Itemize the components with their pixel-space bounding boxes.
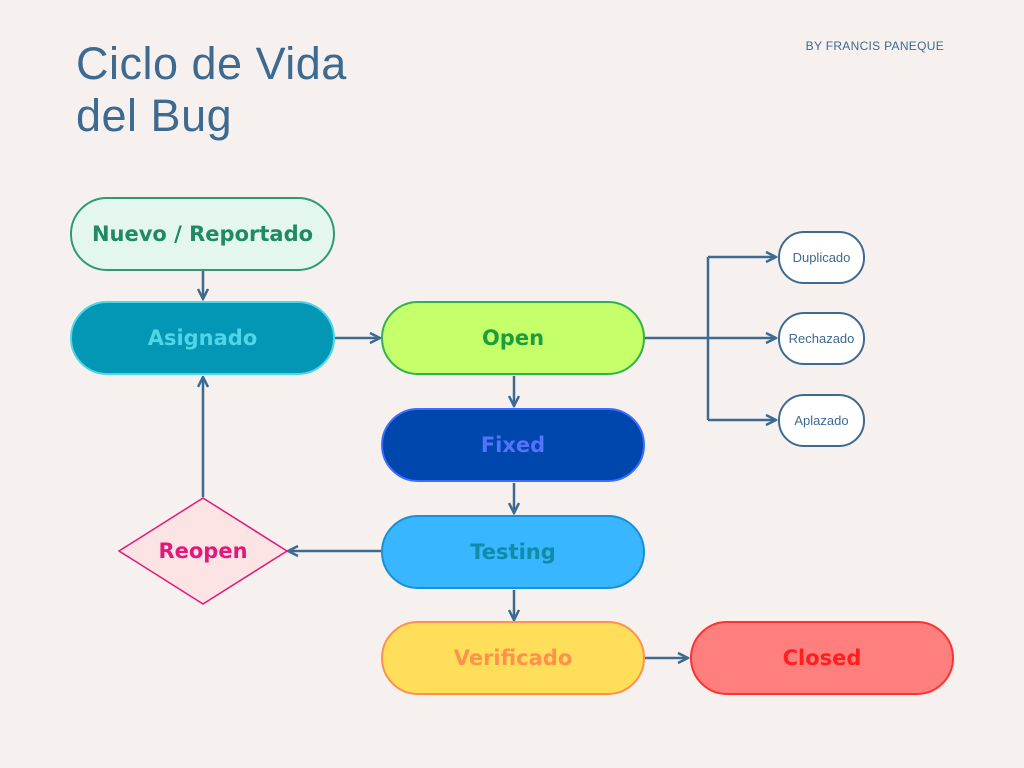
title-line-2: del Bug <box>76 90 233 141</box>
node-reopen[interactable]: Reopen <box>117 497 289 605</box>
node-fixed[interactable]: Fixed <box>381 408 645 482</box>
node-reopen-label: Reopen <box>158 539 248 563</box>
node-nuevo-reportado[interactable]: Nuevo / Reportado <box>70 197 335 271</box>
node-testing[interactable]: Testing <box>381 515 645 589</box>
node-nuevo-label: Nuevo / Reportado <box>91 222 314 246</box>
reopen-diamond-shape <box>117 497 289 605</box>
node-testing-label: Testing <box>470 540 556 564</box>
node-rechazado[interactable]: Rechazado <box>778 312 865 365</box>
node-rechazado-label: Rechazado <box>788 331 855 346</box>
node-duplicado-label: Duplicado <box>792 250 851 265</box>
node-open-label: Open <box>481 326 545 350</box>
node-asignado-label: Asignado <box>147 326 258 350</box>
node-duplicado[interactable]: Duplicado <box>778 231 865 284</box>
node-closed-label: Closed <box>782 646 862 670</box>
author-byline: BY FRANCIS PANEQUE <box>805 39 944 53</box>
title-line-1: Ciclo de Vida <box>76 38 347 89</box>
node-aplazado[interactable]: Aplazado <box>778 394 865 447</box>
node-open[interactable]: Open <box>381 301 645 375</box>
node-closed[interactable]: Closed <box>690 621 954 695</box>
node-aplazado-label: Aplazado <box>794 413 849 428</box>
node-verificado-label: Verificado <box>453 646 573 670</box>
node-asignado[interactable]: Asignado <box>70 301 335 375</box>
node-fixed-label: Fixed <box>480 433 546 457</box>
node-verificado[interactable]: Verificado <box>381 621 645 695</box>
page-title: Ciclo de Vida del Bug <box>76 38 347 142</box>
